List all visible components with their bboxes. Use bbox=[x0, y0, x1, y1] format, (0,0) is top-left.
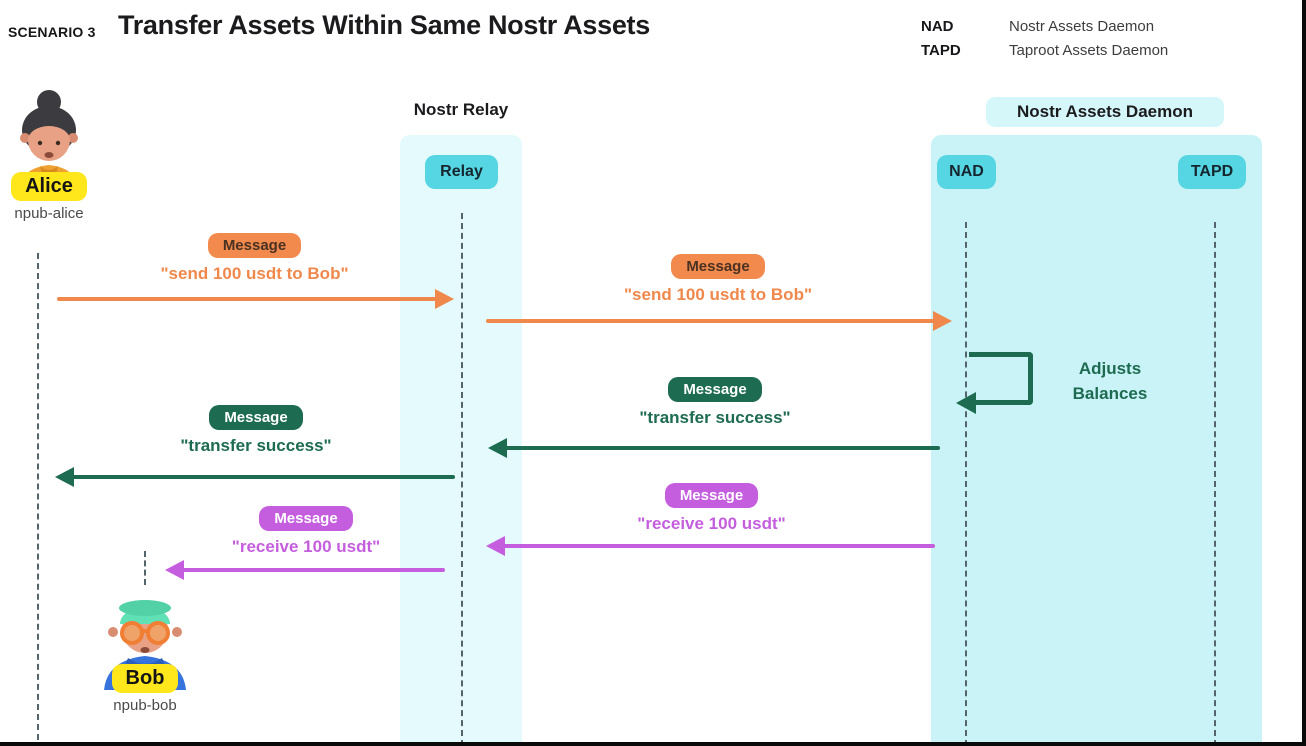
arrow-head-icon bbox=[165, 560, 184, 580]
message-badge: Message bbox=[259, 506, 353, 531]
message-badge: Message bbox=[668, 377, 762, 402]
bob-name-chip: Bob bbox=[111, 664, 179, 693]
message-text: "receive 100 usdt" bbox=[231, 537, 381, 556]
arrow-right-icon bbox=[486, 311, 952, 331]
self-loop-arrowhead-icon bbox=[956, 392, 976, 414]
arrow-head-icon bbox=[488, 438, 507, 458]
arrow-line bbox=[504, 446, 940, 450]
self-loop-arrow bbox=[969, 352, 1033, 405]
legend-name-nad: Nostr Assets Daemon bbox=[1009, 18, 1155, 35]
arrow-line bbox=[181, 568, 445, 572]
tapd-chip: TAPD bbox=[1178, 155, 1246, 189]
message-text: "transfer success" bbox=[639, 408, 791, 427]
message-send-alice-to-relay: Message "send 100 usdt to Bob" bbox=[57, 233, 454, 309]
adjusts-balances-label: Adjusts Balances bbox=[1055, 356, 1165, 406]
arrow-head-icon bbox=[55, 467, 74, 487]
message-text: "receive 100 usdt" bbox=[637, 514, 786, 533]
nad-column-header: Nostr Assets Daemon bbox=[986, 97, 1224, 127]
message-send-relay-to-nad: Message "send 100 usdt to Bob" bbox=[486, 254, 952, 331]
arrow-line bbox=[502, 544, 935, 548]
actor-alice: Alice npub-alice bbox=[4, 88, 94, 222]
message-receive-relay-to-bob: Message "receive 100 usdt" bbox=[165, 506, 445, 580]
tapd-lifeline bbox=[1214, 222, 1216, 742]
legend-abbr-nad: NAD bbox=[921, 18, 954, 35]
scenario-label: SCENARIO 3 bbox=[8, 24, 96, 40]
bob-npub: npub-bob bbox=[113, 697, 177, 714]
message-success-relay-to-alice: Message "transfer success" bbox=[55, 405, 455, 487]
arrow-line bbox=[57, 297, 438, 301]
message-receive-nad-to-relay: Message "receive 100 usdt" bbox=[486, 483, 935, 556]
legend-row-tapd: TAPD Taproot Assets Daemon bbox=[921, 42, 1168, 59]
arrow-left-icon bbox=[165, 560, 445, 580]
message-badge: Message bbox=[671, 254, 765, 279]
alice-npub: npub-alice bbox=[14, 205, 84, 222]
alice-lifeline bbox=[37, 253, 39, 740]
legend-name-tapd: Taproot Assets Daemon bbox=[1009, 42, 1169, 59]
message-badge: Message bbox=[207, 233, 302, 258]
message-text: "send 100 usdt to Bob" bbox=[623, 285, 813, 304]
page-title: Transfer Assets Within Same Nostr Assets bbox=[118, 10, 650, 40]
adjusts-line: Adjusts bbox=[1078, 359, 1142, 378]
actor-bob: Bob npub-bob bbox=[92, 584, 198, 714]
message-success-nad-to-relay: Message "transfer success" bbox=[488, 377, 940, 458]
nad-chip: NAD bbox=[937, 155, 996, 189]
relay-chip: Relay bbox=[425, 155, 498, 189]
legend-abbr-tapd: TAPD bbox=[921, 42, 961, 59]
arrow-line bbox=[486, 319, 936, 323]
nad-lifeline bbox=[965, 222, 967, 742]
legend: NAD Nostr Assets Daemon TAPD Taproot Ass… bbox=[921, 18, 1168, 66]
balances-line: Balances bbox=[1072, 384, 1148, 403]
message-text: "send 100 usdt to Bob" bbox=[160, 264, 349, 283]
legend-row-nad: NAD Nostr Assets Daemon bbox=[921, 18, 1168, 35]
bob-lifeline bbox=[144, 551, 146, 585]
relay-column-header: Nostr Relay bbox=[413, 100, 509, 119]
arrow-head-icon bbox=[933, 311, 952, 331]
arrow-head-icon bbox=[435, 289, 454, 309]
alice-name-chip: Alice bbox=[11, 172, 87, 201]
arrow-right-icon bbox=[57, 289, 454, 309]
arrow-left-icon bbox=[488, 438, 940, 458]
message-text: "transfer success" bbox=[180, 436, 332, 455]
nad-column-band bbox=[931, 135, 1262, 742]
message-badge: Message bbox=[664, 483, 759, 508]
arrow-line bbox=[71, 475, 455, 479]
arrow-head-icon bbox=[486, 536, 505, 556]
arrow-left-icon bbox=[486, 536, 935, 556]
message-badge: Message bbox=[209, 405, 303, 430]
arrow-left-icon bbox=[55, 467, 455, 487]
relay-lifeline bbox=[461, 213, 463, 742]
